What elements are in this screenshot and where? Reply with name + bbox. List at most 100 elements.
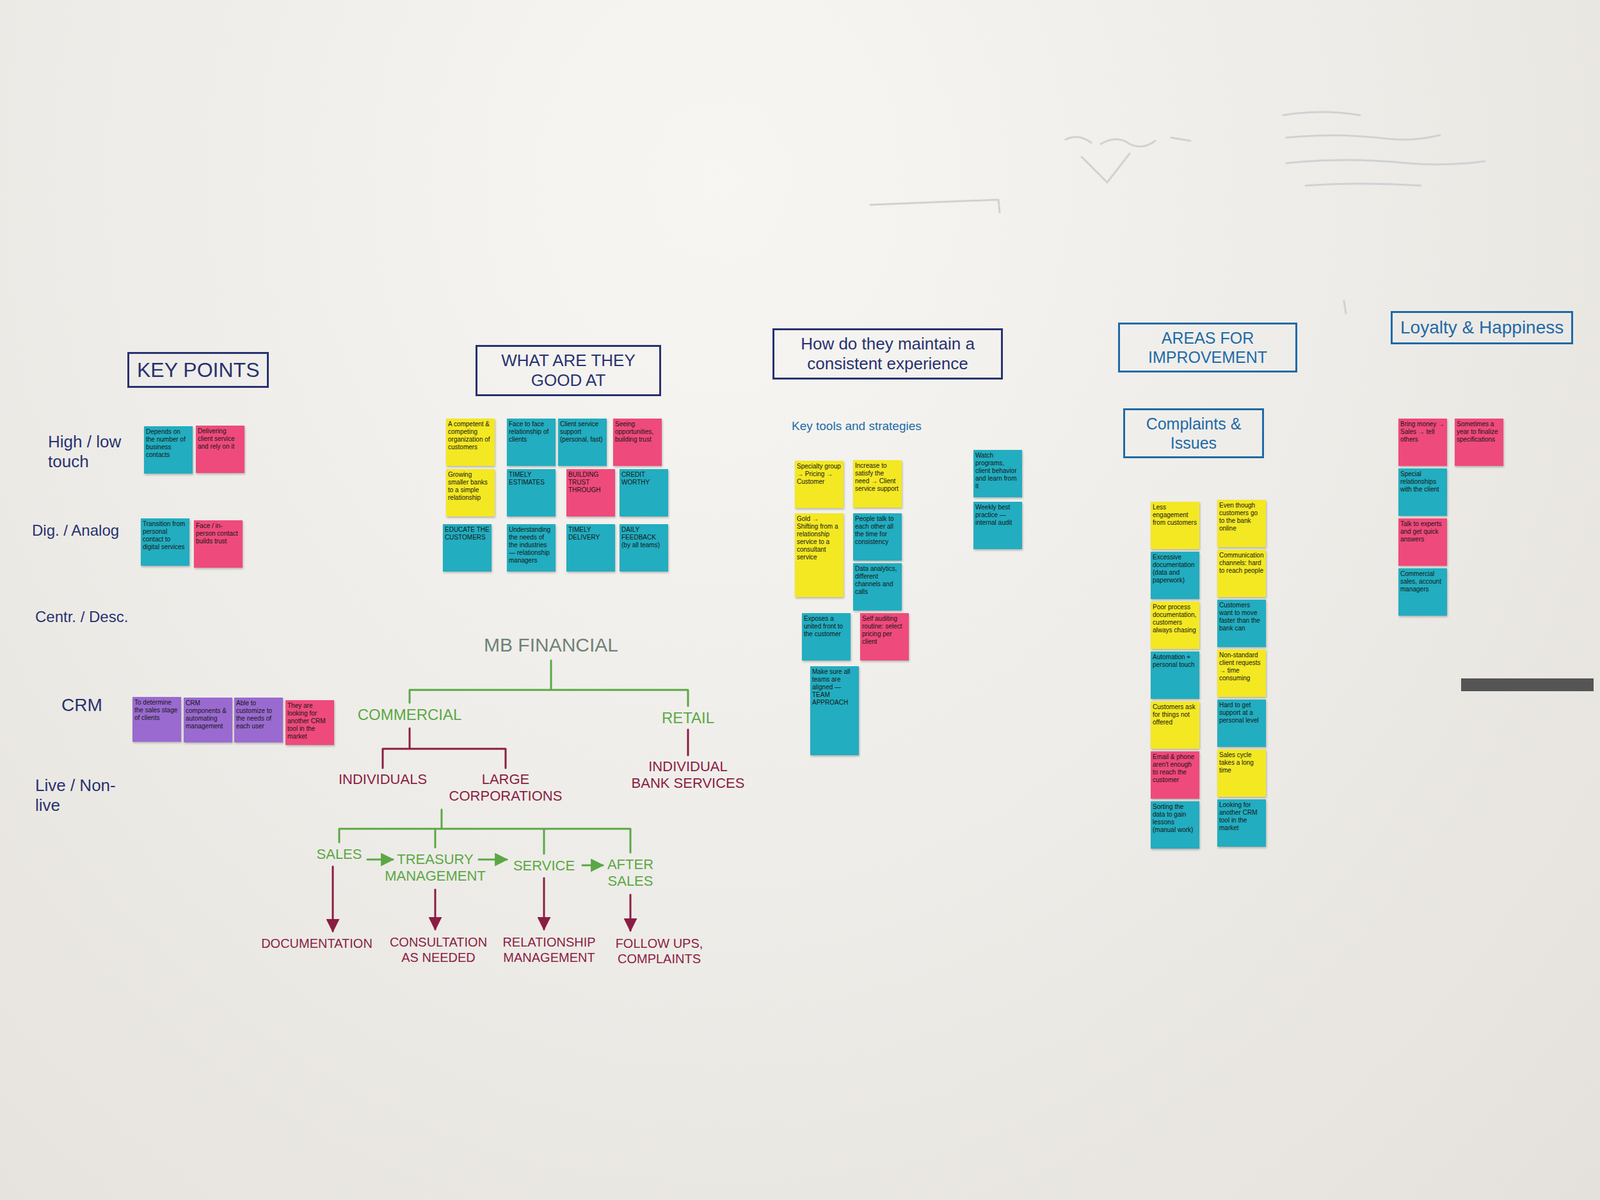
- sticky-note: A competent & competing organization of …: [446, 418, 495, 466]
- org-chart-branches: [332, 728, 688, 932]
- sticky-note: Even though customers go to the bank onl…: [1217, 499, 1266, 548]
- note-text: Self auditing routine: select pricing pe…: [862, 615, 907, 646]
- note-text: Seeing opportunities, building trust: [615, 420, 660, 444]
- org-chart-label: RELATIONSHIP MANAGEMENT: [493, 934, 606, 966]
- note-text: Email & phone aren't enough to reach the…: [1152, 753, 1198, 784]
- row-label: Centr. / Desc.: [35, 608, 144, 627]
- sticky-note: Less engagement from customers: [1150, 501, 1200, 550]
- sticky-note: Poor process documentation, customers al…: [1150, 601, 1200, 649]
- heading-box: Loyalty & Happiness: [1390, 311, 1574, 345]
- note-text: How do they maintain a consistent experi…: [782, 334, 994, 374]
- note-text: Gold → Shifting from a relationship serv…: [796, 515, 842, 562]
- sticky-note: Sometimes a year to finalize specificati…: [1454, 418, 1504, 466]
- sticky-note: EDUCATE THE CUSTOMERS: [442, 524, 492, 572]
- note-text: Non-standard client requests → time cons…: [1219, 651, 1264, 683]
- note-text: Commercial sales, account managers: [1400, 570, 1446, 594]
- org-chart-label: LARGE CORPORATIONS: [444, 771, 567, 806]
- note-text: Transition from personal contact to digi…: [142, 520, 188, 552]
- note-text: Make sure all teams are aligned — TEAM A…: [812, 668, 857, 707]
- note-text: KEY POINTS: [136, 357, 260, 383]
- sticky-note: TIMELY DELIVERY: [566, 524, 616, 572]
- org-chart-label: INDIVIDUALS: [325, 771, 441, 788]
- note-text: Even though customers go to the bank onl…: [1219, 501, 1264, 533]
- sticky-note: They are looking for another CRM tool in…: [285, 700, 335, 745]
- sticky-note: Delivering client service and rely on it: [195, 425, 245, 473]
- sticky-note: DAILY FEEDBACK (by all teams): [619, 524, 669, 572]
- org-chart-label: MB FINANCIAL: [455, 633, 648, 657]
- org-chart-label: FOLLOW UPS, COMPLAINTS: [608, 935, 711, 967]
- org-chart-label: SALES: [310, 846, 368, 863]
- sticky-note: Communication channels: hard to reach pe…: [1217, 549, 1266, 598]
- note-text: Complaints & Issues: [1132, 414, 1255, 453]
- sticky-note: Bring money → Sales → tell others: [1398, 418, 1448, 466]
- sticky-note: Excessive documentation (data and paperw…: [1150, 551, 1200, 600]
- org-chart-label: CONSULTATION AS NEEDED: [382, 934, 495, 966]
- note-text: DAILY FEEDBACK (by all teams): [621, 526, 667, 550]
- note-text: Less engagement from customers: [1152, 503, 1198, 527]
- sticky-note: Understanding the needs of the industrie…: [506, 524, 556, 572]
- sticky-note: Automation + personal touch: [1150, 651, 1200, 699]
- note-text: They are looking for another CRM tool in…: [287, 702, 333, 741]
- sticky-note: Exposes a united front to the customer: [801, 613, 851, 661]
- org-chart-label: COMMERCIAL: [342, 705, 477, 725]
- sticky-note: CRM components & automating management: [183, 697, 233, 743]
- sticky-note: Gold → Shifting from a relationship serv…: [794, 513, 844, 598]
- sticky-note: Customers want to move faster than the b…: [1217, 599, 1266, 648]
- note-text: Face / in-person contact builds trust: [195, 522, 241, 546]
- note-text: EDUCATE THE CUSTOMERS: [444, 526, 490, 542]
- sticky-note: Data analytics, different channels and c…: [853, 563, 902, 611]
- note-text: Special relationships with the client: [1400, 470, 1446, 494]
- sticky-note: Able to customize to the needs of each u…: [234, 697, 283, 743]
- note-text: Talk to experts and get quick answers: [1400, 520, 1446, 544]
- note-text: Data analytics, different channels and c…: [855, 565, 900, 596]
- note-text: Poor process documentation, customers al…: [1152, 603, 1198, 635]
- row-label: Dig. / Analog: [32, 521, 138, 541]
- sticky-note: Seeing opportunities, building trust: [613, 418, 662, 466]
- note-text: A competent & competing organization of …: [448, 420, 493, 452]
- sticky-note: Weekly best practice — internal audit: [973, 501, 1023, 550]
- note-text: Exposes a united front to the customer: [803, 615, 849, 639]
- sticky-note: Face / in-person contact builds trust: [193, 520, 243, 568]
- sticky-note: Customers ask for things not offered: [1150, 701, 1200, 749]
- row-label: CRM: [61, 694, 126, 717]
- note-text: CREDIT WORTHY: [621, 471, 667, 487]
- heading-box: KEY POINTS: [127, 352, 269, 388]
- note-text: TIMELY DELIVERY: [568, 526, 614, 542]
- eraser-mark: [1461, 678, 1594, 692]
- sticky-note: TIMELY ESTIMATES: [506, 469, 556, 517]
- row-label: High / low touch: [48, 432, 138, 472]
- subheading: Key tools and strategies: [791, 419, 997, 434]
- note-text: Customers want to move faster than the b…: [1219, 601, 1264, 633]
- note-text: Looking for another CRM tool in the mark…: [1219, 801, 1264, 832]
- note-text: BUILDING TRUST THROUGH: [568, 471, 614, 495]
- sticky-note: Special relationships with the client: [1398, 468, 1448, 516]
- note-text: Loyalty & Happiness: [1400, 316, 1564, 339]
- sticky-note: Sorting the data to gain lessons (manual…: [1150, 801, 1200, 849]
- note-text: Automation + personal touch: [1152, 653, 1198, 669]
- sticky-note: Face to face relationship of clients: [506, 418, 556, 466]
- heading-box: WHAT ARE THEY GOOD AT: [475, 344, 662, 397]
- sticky-note: Increase to satisfy the need → Client se…: [853, 460, 902, 508]
- sticky-note: Self auditing routine: select pricing pe…: [860, 613, 909, 661]
- note-text: Able to customize to the needs of each u…: [236, 699, 281, 731]
- org-chart-label: RETAIL: [646, 709, 730, 728]
- row-label: Live / Non-live: [35, 775, 119, 816]
- org-chart-label: SERVICE: [508, 857, 580, 875]
- sticky-note: CREDIT WORTHY: [619, 469, 669, 517]
- note-text: Depends on the number of business contac…: [145, 428, 191, 459]
- note-text: Growing smaller banks to a simple relati…: [448, 471, 493, 502]
- sticky-note: Watch programs, client behavior and lear…: [973, 449, 1023, 498]
- sticky-note: Email & phone aren't enough to reach the…: [1150, 751, 1200, 799]
- sticky-note: Depends on the number of business contac…: [144, 426, 193, 474]
- heading-box: How do they maintain a consistent experi…: [772, 328, 1003, 380]
- note-text: People talk to each other all the time f…: [855, 515, 900, 546]
- sticky-note: Looking for another CRM tool in the mark…: [1217, 799, 1266, 847]
- sticky-note: Specialty group → Pricing → Customer: [794, 460, 844, 509]
- note-text: Excessive documentation (data and paperw…: [1152, 553, 1198, 585]
- sticky-note: Hard to get support at a personal level: [1217, 699, 1266, 747]
- sticky-note: Make sure all teams are aligned — TEAM A…: [810, 666, 859, 756]
- sticky-note: Growing smaller banks to a simple relati…: [446, 469, 495, 517]
- note-text: Delivering client service and rely on it: [197, 427, 243, 451]
- sticky-note: To determine the sales stage of clients: [132, 696, 182, 742]
